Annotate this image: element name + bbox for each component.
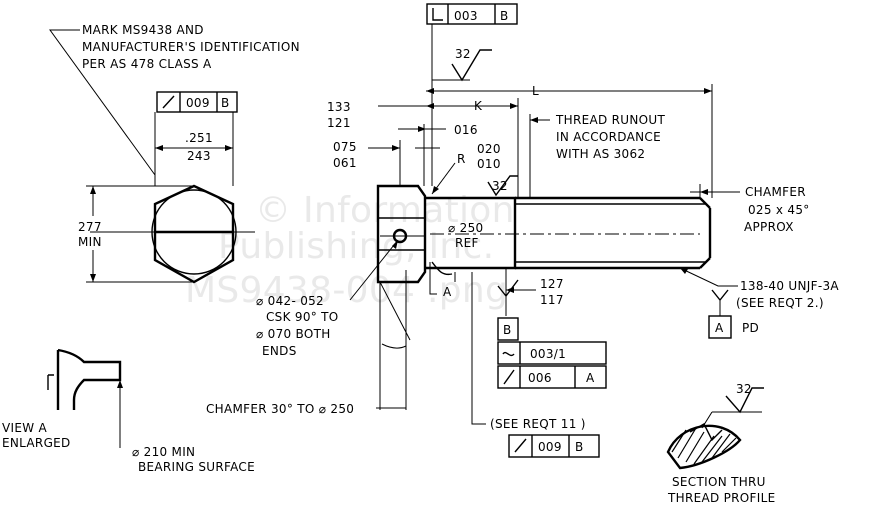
- thread-runout-line-1: THREAD RUNOUT: [555, 113, 665, 127]
- head-fcf: 009 B: [156, 91, 238, 113]
- see-reqt-11: (SEE REQT 11 ) 009 B: [471, 272, 600, 458]
- hole-note-line-1: ⌀ 042- 052: [256, 294, 324, 308]
- view-a-tag-letter: A: [443, 285, 452, 299]
- head-chamfer-note: CHAMFER 30° TO ⌀ 250: [206, 270, 411, 416]
- fcf-straight-tol: 003/1: [530, 347, 566, 361]
- top-fcf-tol: 003: [454, 9, 478, 23]
- chamfer-end-line-3: APPROX: [744, 220, 794, 234]
- thread-spec-line-2: (SEE REQT 2.): [736, 296, 824, 310]
- finish-symbol-shank: 32: [487, 175, 518, 197]
- thread-runout-note: THREAD RUNOUT IN ACCORDANCE WITH AS 3062: [529, 113, 665, 198]
- chamfer-end-line-2: 025 x 45°: [748, 203, 810, 217]
- bolt-side-view: [376, 184, 712, 284]
- hole-note-line-2: CSK 90° TO: [266, 310, 339, 324]
- watermark: © Information Publishing, Inc. MS9438-00…: [185, 190, 514, 311]
- section-line-2: THREAD PROFILE: [667, 491, 775, 505]
- bearing-line-2: BEARING SURFACE: [138, 460, 255, 474]
- bolt-head-outline: [376, 184, 427, 284]
- dim-l: L: [426, 84, 713, 198]
- hole-note-line-4: ENDS: [262, 344, 297, 358]
- finish-shank-value: 32: [492, 179, 508, 193]
- see-reqt-11-text: (SEE REQT 11 ): [490, 417, 586, 431]
- finish-section-value: 32: [736, 382, 752, 396]
- hole-note: ⌀ 042- 052 CSK 90° TO ⌀ 070 BOTH ENDS: [256, 239, 399, 358]
- mark-note-line-3: PER AS 478 CLASS A: [82, 57, 212, 71]
- datum-b-fcf-stack: B 003/1 006 A: [497, 317, 607, 389]
- dim-075: 075 061: [333, 140, 440, 186]
- dim-l-value: L: [532, 84, 539, 98]
- mark-note-line-2: MANUFACTURER'S IDENTIFICATION: [82, 40, 300, 54]
- view-a-line-1: VIEW A: [2, 421, 48, 435]
- radius-label: R: [457, 152, 466, 166]
- runout-icon-3: [514, 438, 527, 453]
- watermark-line-3: MS9438-004 .png: [185, 270, 508, 311]
- thread-spec-note: 138-40 UNJF-3A (SEE REQT 2.): [679, 267, 839, 316]
- thread-runout-line-2: IN ACCORDANCE: [556, 130, 661, 144]
- runout-icon: [162, 95, 175, 109]
- datum-a-note: PD: [742, 321, 759, 335]
- top-fcf-datum: B: [500, 9, 509, 23]
- radius-min: 010: [477, 157, 501, 171]
- view-a-line-2: ENLARGED: [2, 436, 71, 450]
- dim-127: 127 117: [497, 268, 564, 316]
- dim-k: K 133 121: [327, 98, 519, 198]
- view-a-tag: A: [429, 261, 456, 299]
- hole-note-line-3: ⌀ 070 BOTH: [256, 327, 331, 341]
- dim-k-value: K: [474, 99, 483, 113]
- top-fcf: 003 B: [426, 3, 518, 186]
- radius-max: 020: [477, 142, 501, 156]
- straightness-icon: [502, 351, 515, 357]
- mark-leader: [49, 29, 156, 176]
- dia-ref-value: ⌀ 250: [448, 221, 483, 235]
- finish-symbol-top: 32: [432, 47, 492, 82]
- head-fcf-tol: 009: [186, 96, 210, 110]
- datum-a: A PD: [708, 315, 759, 339]
- flats-min: 243: [187, 149, 211, 163]
- dim-121: 121: [327, 116, 351, 130]
- corners-value: 277: [78, 220, 102, 234]
- datum-b-letter: B: [503, 323, 512, 337]
- finish-top-value: 32: [455, 47, 471, 61]
- bearing-line-1: ⌀ 210 MIN: [132, 445, 195, 459]
- thread-runout-line-3: WITH AS 3062: [556, 147, 645, 161]
- dim-133: 133: [327, 100, 351, 114]
- perpendicularity-icon: [432, 8, 443, 21]
- fcf-runout-datum: A: [586, 371, 595, 385]
- head-end-view: MARK MS9438 AND MANUFACTURER'S IDENTIFIC…: [49, 23, 300, 284]
- datum-a-letter: A: [715, 321, 724, 335]
- chamfer-end-line-1: CHAMFER: [745, 185, 806, 199]
- watermark-line-2: Publishing, Inc.: [218, 226, 494, 267]
- bottom-fcf-datum: B: [575, 440, 584, 454]
- thread-section: 32 SECTION THRU THREAD PROFILE: [666, 382, 775, 505]
- view-a-detail: VIEW A ENLARGED ⌀ 210 MIN BEARING SURFAC…: [2, 348, 255, 474]
- head-chamfer-text: CHAMFER 30° TO ⌀ 250: [206, 402, 354, 416]
- runout-icon-2: [503, 369, 515, 385]
- dia-ref-qual: REF: [455, 236, 479, 250]
- dim-075-value: 075: [333, 140, 357, 154]
- dim-127-value: 127: [540, 277, 564, 291]
- fcf-runout-tol: 006: [528, 371, 552, 385]
- radius-callout: R 020 010: [431, 142, 501, 195]
- chamfer-end-note: CHAMFER 025 x 45° APPROX: [690, 184, 810, 234]
- bottom-fcf-tol: 009: [538, 440, 562, 454]
- dim-117-value: 117: [540, 293, 564, 307]
- corners-qual: MIN: [78, 235, 102, 249]
- flats-max: .251: [185, 131, 213, 145]
- dim-016: 016: [398, 123, 478, 186]
- mark-note-line-1: MARK MS9438 AND: [82, 23, 204, 37]
- dim-061-value: 061: [333, 156, 357, 170]
- section-line-1: SECTION THRU: [672, 475, 766, 489]
- dim-016-value: 016: [454, 123, 478, 137]
- thread-spec-line-1: 138-40 UNJF-3A: [740, 279, 839, 293]
- head-fcf-datum: B: [221, 96, 230, 110]
